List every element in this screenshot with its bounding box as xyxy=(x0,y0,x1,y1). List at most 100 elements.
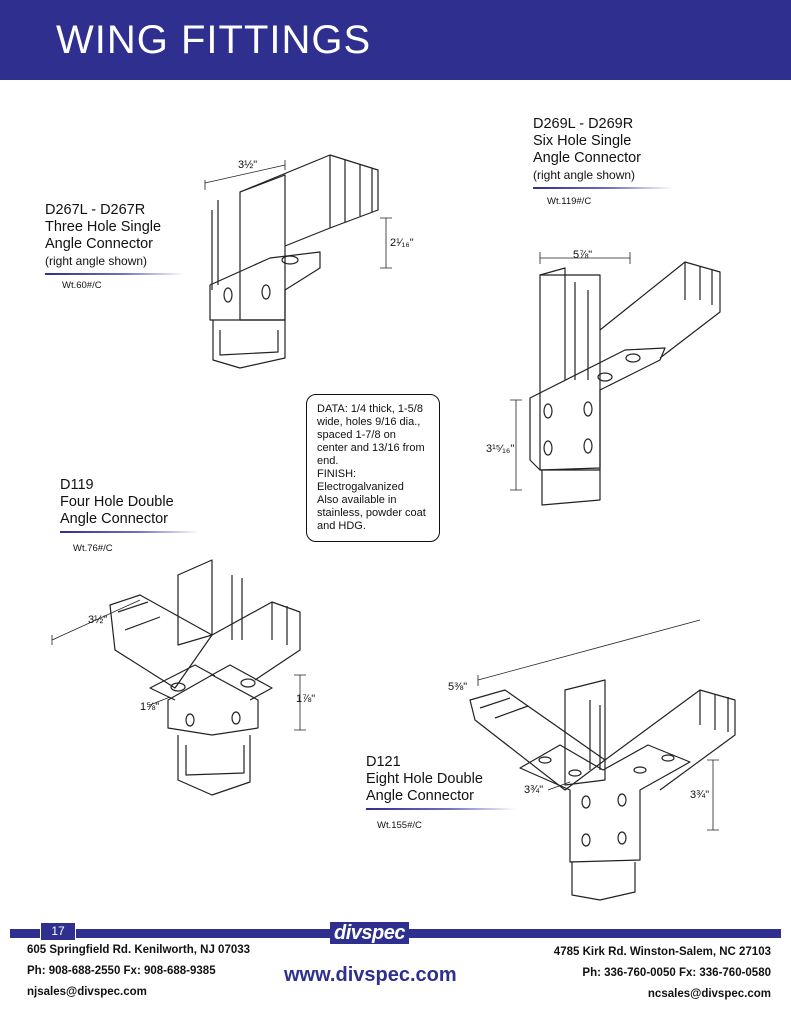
left-email[interactable]: njsales@divspec.com xyxy=(27,986,147,998)
product-name-line1: Eight Hole Double xyxy=(366,771,483,787)
bolt-hole xyxy=(185,713,195,727)
product-name-line1: Three Hole Single xyxy=(45,219,162,235)
channel-vertical xyxy=(564,679,606,786)
dimension-label: 1⅞" xyxy=(296,693,315,705)
dimension-line xyxy=(477,619,701,686)
channel-edge xyxy=(589,700,601,770)
bolt-hole xyxy=(617,793,627,807)
channel-edge xyxy=(539,267,566,380)
bolt-hole xyxy=(261,284,271,300)
product-weight-d267: Wt.60#/C xyxy=(62,280,102,291)
product-name-line1: Six Hole Single xyxy=(533,133,632,149)
product-underline xyxy=(366,808,516,810)
dimension-line xyxy=(510,399,522,491)
dimension-line xyxy=(547,781,571,791)
left-address: 605 Springfield Rd. Kenilworth, NJ 07033 xyxy=(27,944,251,956)
product-d121: D121 Eight Hole Double Angle Connector xyxy=(366,754,516,810)
bolt-hole xyxy=(568,769,582,777)
channel-left xyxy=(109,594,213,689)
channel-lips xyxy=(479,697,529,719)
dimension-label: 3½" xyxy=(88,614,107,626)
product-model: D119 xyxy=(60,477,94,493)
bolt-hole xyxy=(633,766,647,774)
spec-line: spaced 1-7/8 on xyxy=(317,429,396,441)
channel-horizontal xyxy=(599,261,721,359)
product-weight-d269: Wt.119#/C xyxy=(547,196,592,207)
drawing-d121 xyxy=(469,619,736,901)
product-d119: D119 Four Hole Double Angle Connector xyxy=(60,477,200,533)
page-title: WING FITTINGS xyxy=(56,18,372,62)
right-phone: Ph: 336-760-0050 Fx: 336-760-0580 xyxy=(582,967,771,979)
product-name-line2: Angle Connector xyxy=(533,150,642,166)
product-name-line2: Angle Connector xyxy=(60,511,169,527)
website-link[interactable]: www.divspec.com xyxy=(284,964,457,986)
product-note: (right angle shown) xyxy=(45,254,148,268)
dimension-line xyxy=(204,160,286,190)
bolt-hole xyxy=(281,255,299,265)
product-d267: D267L - D267R Three Hole Single Angle Co… xyxy=(45,202,185,275)
bolt-hole xyxy=(583,438,593,454)
spec-line: and HDG. xyxy=(317,520,366,532)
dimension-line xyxy=(707,759,719,831)
dimension-label: 1⅝" xyxy=(140,701,159,713)
spec-line: FINISH: xyxy=(317,468,357,480)
bolt-hole xyxy=(538,756,552,764)
dimension-line xyxy=(149,696,171,706)
channel-lips xyxy=(117,601,161,631)
channel-left xyxy=(469,689,606,791)
product-d269: D269L - D269R Six Hole Single Angle Conn… xyxy=(533,116,673,189)
right-address: 4785 Kirk Rd. Winston-Salem, NC 27103 xyxy=(553,946,771,958)
dimension-label: 3¾" xyxy=(690,789,709,801)
spec-line: stainless, powder coat xyxy=(317,507,426,519)
dimension-label: 3¾" xyxy=(524,784,543,796)
product-model: D267L - D267R xyxy=(45,202,146,218)
channel-lower xyxy=(541,470,601,506)
channel-lips xyxy=(329,155,373,228)
product-name-line1: Four Hole Double xyxy=(60,494,174,510)
channel-right xyxy=(211,601,301,681)
right-email[interactable]: ncsales@divspec.com xyxy=(647,988,771,1000)
dimension-label: 3½" xyxy=(238,159,257,171)
bolt-hole xyxy=(617,831,627,845)
spec-data-box: DATA: 1/4 thick, 1-5/8 wide, holes 9/16 … xyxy=(306,394,440,542)
dimension-label: 2¹⁄₁₆" xyxy=(390,237,414,249)
spec-line: center and 13/16 from xyxy=(317,442,425,454)
product-weight-d119: Wt.76#/C xyxy=(73,543,113,554)
channel-lips xyxy=(684,262,713,305)
channel-vertical xyxy=(239,174,286,321)
product-underline xyxy=(60,531,200,533)
dimension-label: 5⅞" xyxy=(573,249,592,261)
spec-line: wide, holes 9/16 dia., xyxy=(317,416,421,428)
bolt-hole xyxy=(597,372,613,382)
bolt-hole xyxy=(625,353,641,363)
bolt-hole xyxy=(661,754,675,762)
bolt-hole xyxy=(583,401,593,417)
drawing-d119 xyxy=(51,559,306,796)
dimension-label: 3¹⁵⁄₁₆" xyxy=(486,443,514,455)
product-note: (right angle shown) xyxy=(533,168,636,182)
product-model: D121 xyxy=(366,754,401,770)
bolt-hole xyxy=(223,287,233,303)
channel-lower xyxy=(177,735,251,796)
dimension-line xyxy=(294,674,306,731)
product-underline xyxy=(533,187,673,189)
product-name-line2: Angle Connector xyxy=(45,236,154,252)
bolt-hole xyxy=(581,795,591,809)
product-underline xyxy=(45,273,185,275)
bolt-hole xyxy=(543,403,553,419)
bolt-hole xyxy=(581,833,591,847)
spec-line: Also available in xyxy=(317,494,397,506)
channel-horizontal xyxy=(239,154,379,247)
drawing-d269 xyxy=(510,252,721,506)
channel-lower-inner xyxy=(185,745,245,776)
dimension-label: 5⅜" xyxy=(448,681,467,693)
bolt-hole xyxy=(170,682,186,692)
dimension-line xyxy=(51,599,141,645)
drawing-d267 xyxy=(204,154,392,369)
angle-plate-wing xyxy=(149,664,216,701)
channel-edge xyxy=(574,282,589,380)
channel-edge xyxy=(231,575,243,640)
page-header: WING FITTINGS xyxy=(0,0,791,80)
dimension-line xyxy=(380,217,392,269)
